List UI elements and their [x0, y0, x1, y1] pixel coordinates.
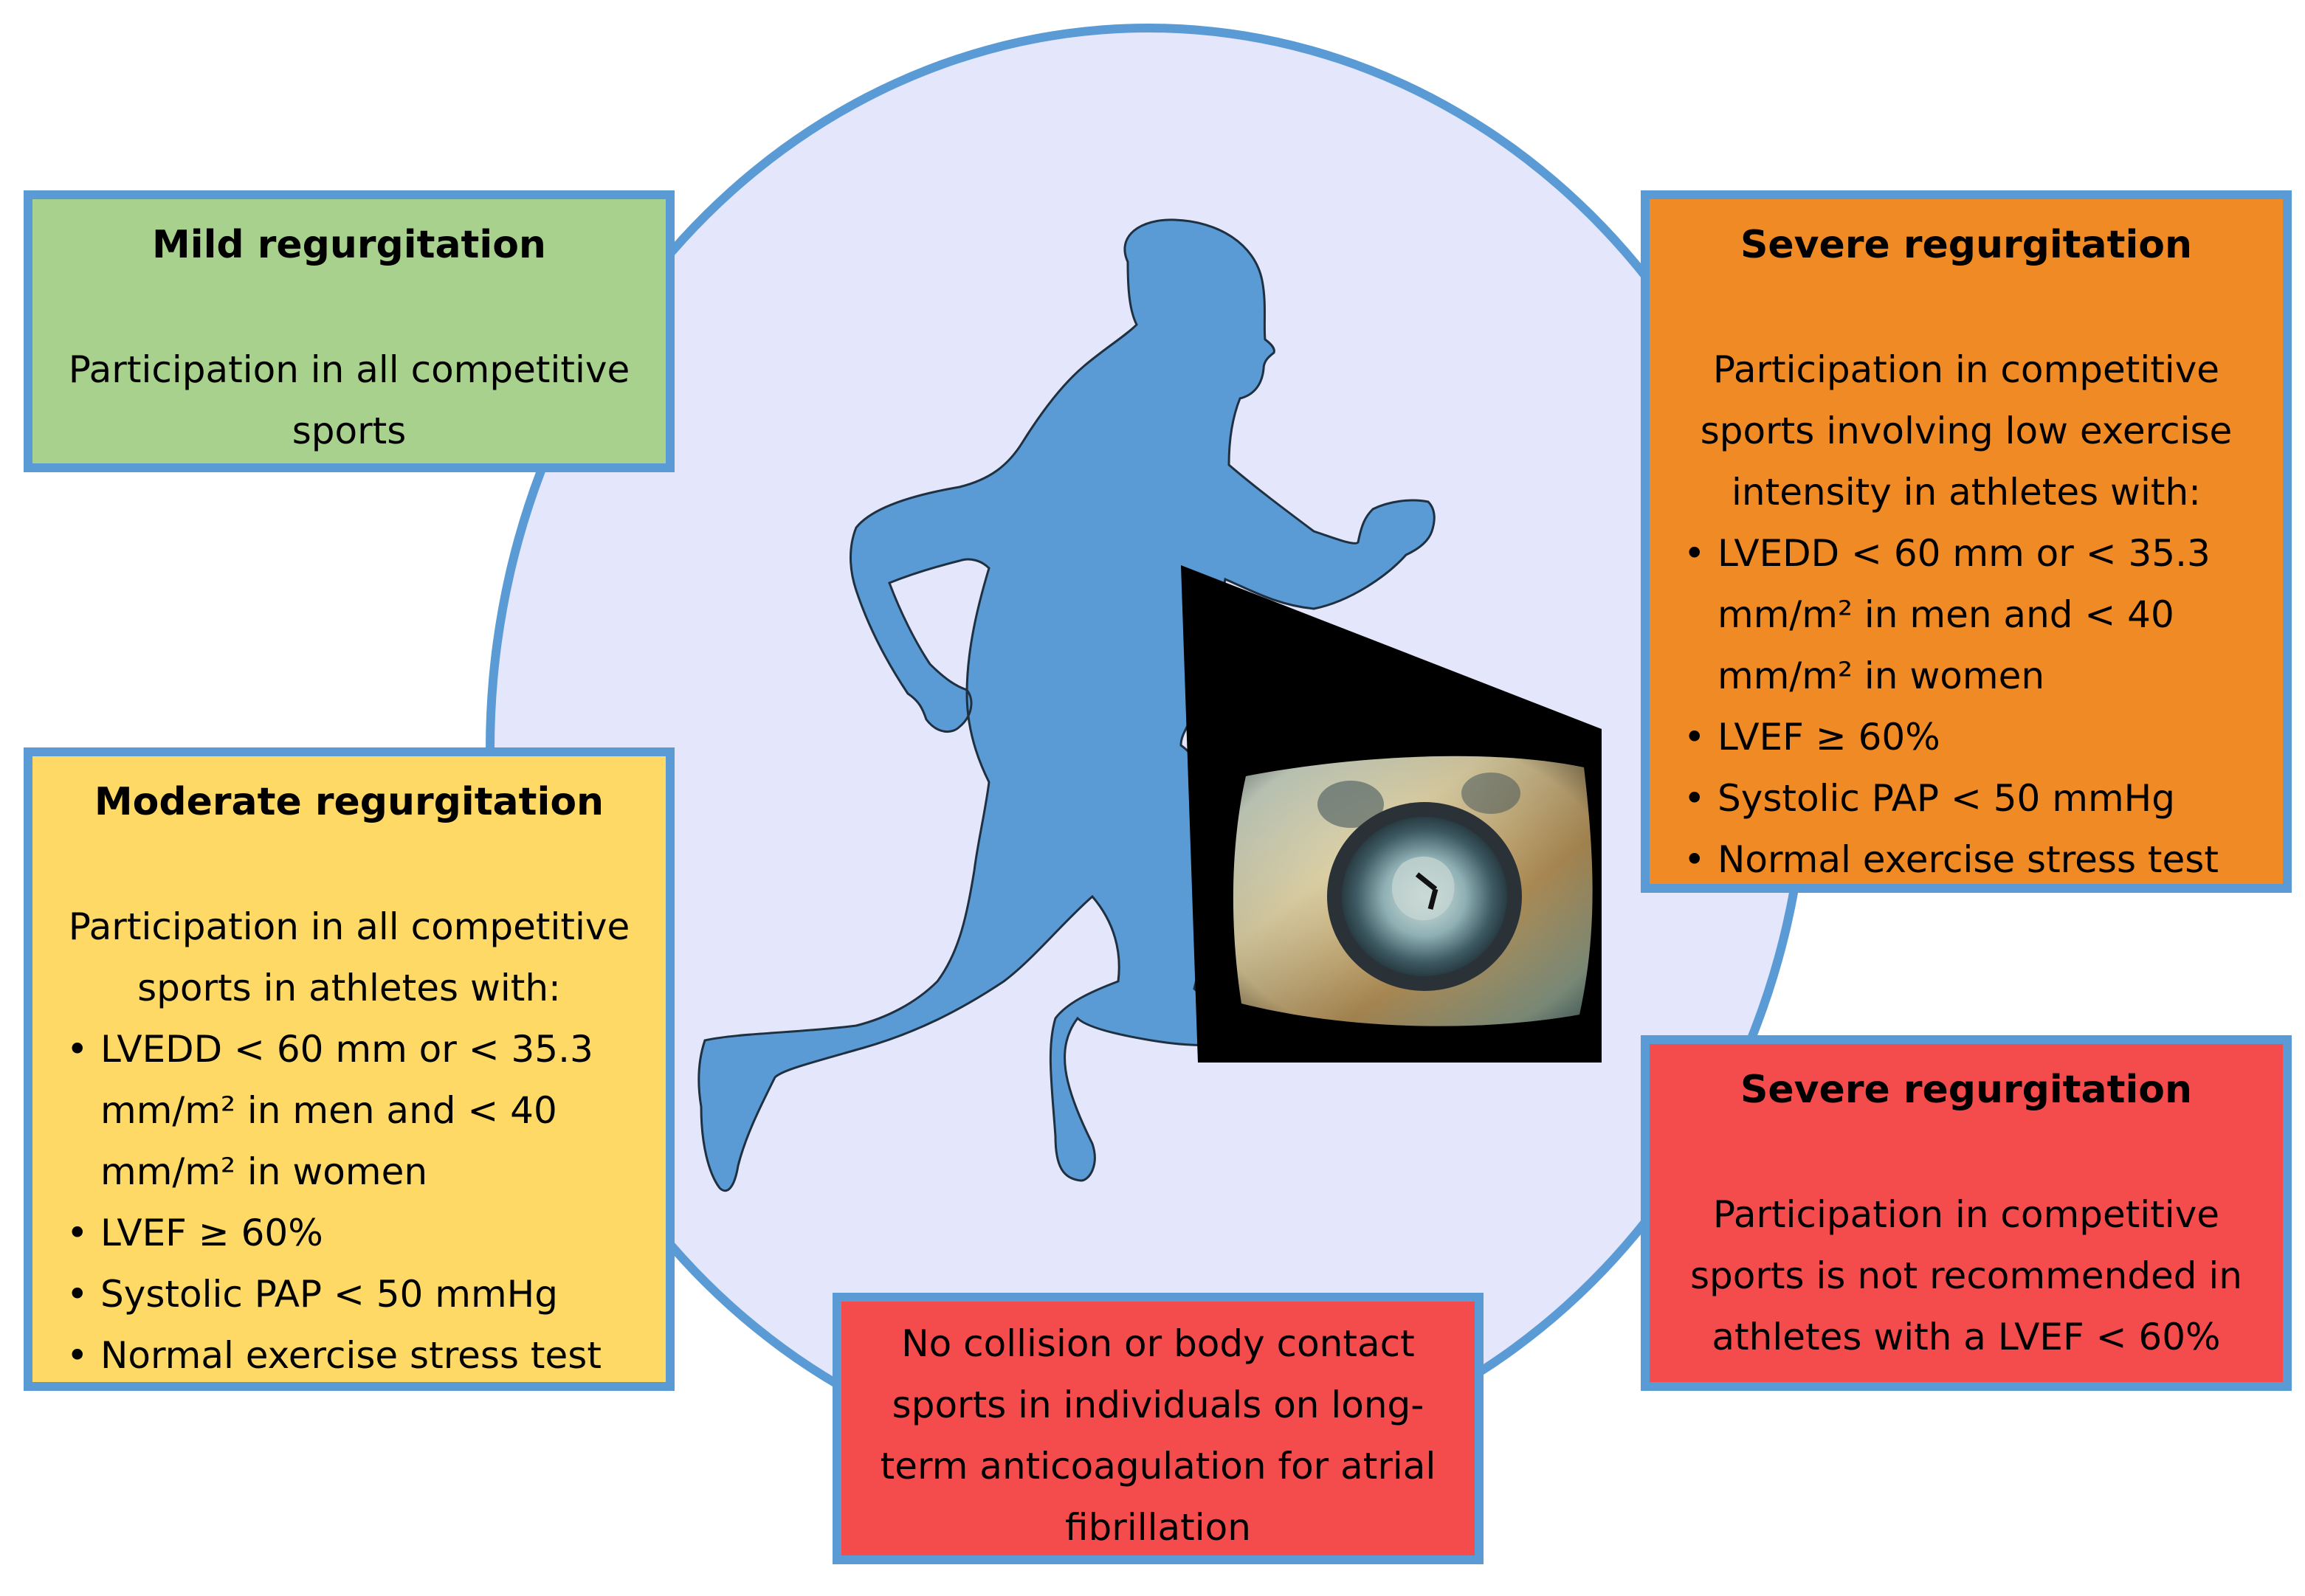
severe-regurgitation-restricted-box: Severe regurgitation Participation in co… — [1641, 1035, 2292, 1391]
severe-regurgitation-allowed-box: Severe regurgitation Participation in co… — [1641, 190, 2292, 893]
moderate-title: Moderate regurgitation — [94, 780, 604, 824]
moderate-criteria-list: LVEDD < 60 mm or < 35.3 mm/m² in men and… — [59, 1019, 639, 1386]
severe-restricted-title: Severe regurgitation — [1740, 1068, 2193, 1112]
anticoagulation-box: No collision or body contact sports in i… — [833, 1293, 1484, 1564]
mild-description: Participation in all competitive sports — [68, 348, 630, 452]
severe-criterion-pap: Systolic PAP < 50 mmHg — [1684, 768, 2256, 829]
moderate-description: Participation in all competitive sports … — [68, 905, 630, 1009]
severe-criterion-lvedd: LVEDD < 60 mm or < 35.3 mm/m² in men and… — [1684, 523, 2256, 707]
severe-criterion-lvef: LVEF ≥ 60% — [1684, 707, 2256, 768]
anticoagulation-text: No collision or body contact sports in i… — [880, 1322, 1436, 1549]
moderate-criterion-pap: Systolic PAP < 50 mmHg — [66, 1264, 639, 1325]
echocardiogram-image — [1181, 565, 1602, 1063]
moderate-criterion-lvedd: LVEDD < 60 mm or < 35.3 mm/m² in men and… — [66, 1019, 639, 1203]
severe-restricted-description: Participation in competitive sports is n… — [1690, 1193, 2242, 1358]
severe-criterion-stress-test: Normal exercise stress test — [1684, 829, 2256, 891]
moderate-regurgitation-box: Moderate regurgitation Participation in … — [24, 747, 675, 1391]
severe-allowed-criteria-list: LVEDD < 60 mm or < 35.3 mm/m² in men and… — [1676, 523, 2256, 891]
runner-silhouette-icon — [697, 218, 1436, 1192]
mild-regurgitation-box: Mild regurgitation Participation in all … — [24, 190, 675, 472]
severe-allowed-title: Severe regurgitation — [1740, 223, 2193, 267]
moderate-criterion-stress-test: Normal exercise stress test — [66, 1325, 639, 1386]
severe-allowed-description: Participation in competitive sports invo… — [1700, 348, 2233, 514]
mild-title: Mild regurgitation — [152, 223, 546, 267]
moderate-criterion-lvef: LVEF ≥ 60% — [66, 1203, 639, 1264]
